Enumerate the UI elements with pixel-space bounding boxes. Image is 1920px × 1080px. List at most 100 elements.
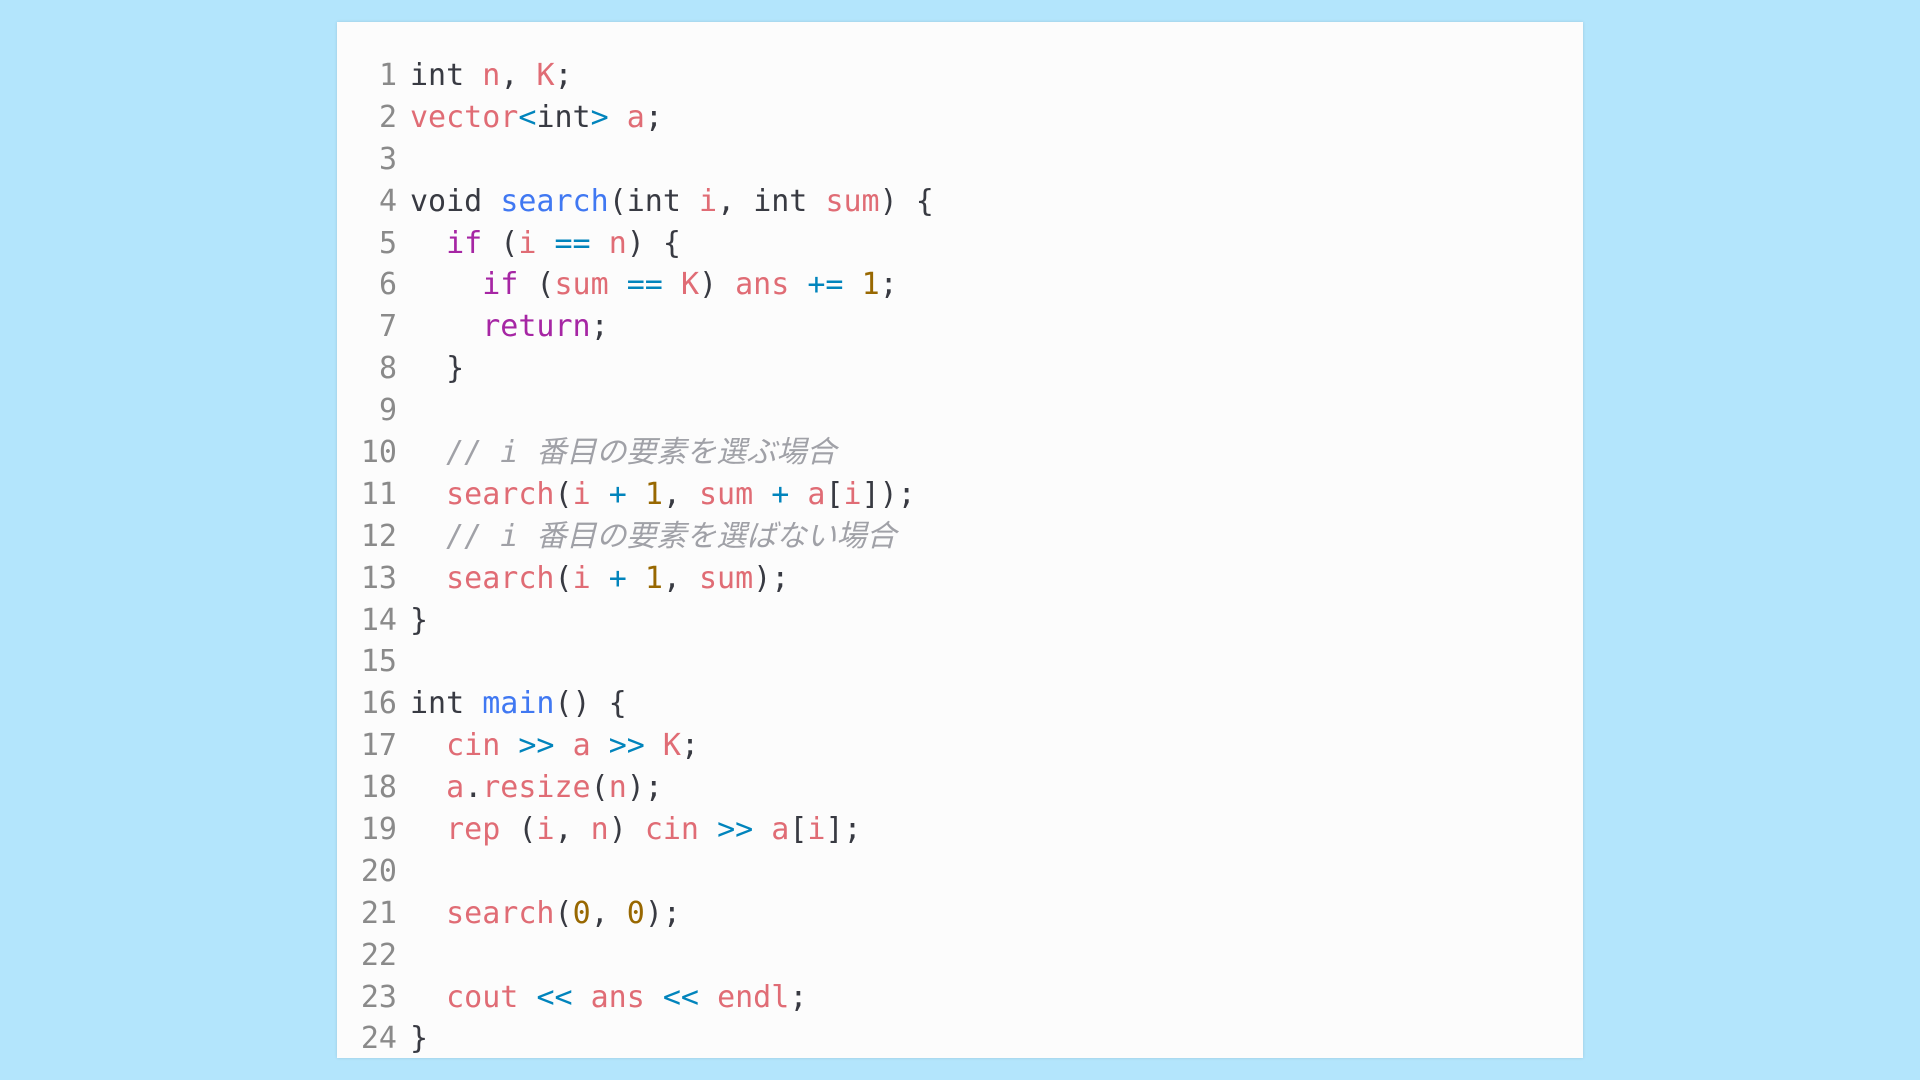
code-token bbox=[555, 728, 573, 763]
code-token: n bbox=[590, 812, 609, 848]
code-token bbox=[627, 561, 645, 596]
code-token: 1 bbox=[644, 560, 663, 596]
code-token: a bbox=[807, 476, 826, 512]
line-code: search(i + 1, sum + a[i]); bbox=[397, 474, 916, 516]
code-token: i bbox=[518, 225, 537, 261]
code-token: // i 番目の要素を選ぶ場合 bbox=[446, 435, 837, 471]
line-number: 2 bbox=[378, 99, 397, 135]
code-token: ; bbox=[554, 58, 573, 93]
line-code: cin >> a >> K; bbox=[397, 725, 699, 767]
line-number: 15 bbox=[360, 644, 397, 680]
code-token: vector bbox=[410, 99, 519, 135]
line-code bbox=[397, 935, 410, 977]
code-token: a bbox=[572, 728, 591, 764]
code-token: ans bbox=[735, 267, 790, 303]
code-token: void bbox=[410, 183, 483, 219]
line-number: 24 bbox=[360, 1021, 397, 1057]
code-line: 18 a.resize(n); bbox=[337, 767, 1583, 809]
code-token: + bbox=[771, 476, 790, 512]
line-number: 7 bbox=[378, 309, 397, 345]
code-token: ); bbox=[644, 895, 681, 931]
code-line: 21 search(0, 0); bbox=[337, 893, 1583, 935]
code-token bbox=[807, 184, 825, 219]
code-token: cin bbox=[446, 728, 501, 764]
code-token: , bbox=[590, 895, 627, 931]
line-code: int main() { bbox=[397, 683, 627, 725]
code-token: ]); bbox=[861, 476, 916, 512]
code-line: 10 // i 番目の要素を選ぶ場合 bbox=[337, 432, 1583, 474]
code-token: , bbox=[717, 183, 754, 219]
code-token: >> bbox=[608, 728, 645, 764]
code-token: a bbox=[446, 770, 465, 806]
code-token: int bbox=[536, 99, 591, 135]
code-token: K bbox=[536, 58, 555, 93]
code-token: // i 番目の要素を選ばない場合 bbox=[446, 518, 897, 554]
code-token: } bbox=[410, 602, 429, 638]
code-token: ); bbox=[753, 560, 790, 596]
line-code: // i 番目の要素を選ぶ場合 bbox=[397, 432, 836, 474]
code-line: 9 bbox=[337, 390, 1583, 432]
line-code: search(0, 0); bbox=[397, 893, 681, 935]
line-number: 17 bbox=[360, 728, 397, 764]
code-token: cout bbox=[446, 979, 519, 1015]
code-token bbox=[699, 812, 717, 847]
code-token: i bbox=[807, 812, 826, 848]
code-token bbox=[663, 267, 681, 302]
code-token: i bbox=[699, 183, 718, 219]
line-number: 12 bbox=[360, 518, 397, 554]
code-token: int bbox=[410, 686, 465, 722]
code-token: resize bbox=[482, 770, 591, 806]
code-token bbox=[536, 226, 554, 261]
code-token: () { bbox=[554, 686, 627, 722]
line-code: int n, K; bbox=[397, 55, 573, 97]
code-token: [ bbox=[825, 476, 844, 512]
line-number: 18 bbox=[360, 770, 397, 806]
code-token: if bbox=[482, 267, 519, 303]
line-code: return; bbox=[397, 306, 608, 348]
code-token: int bbox=[410, 58, 465, 93]
line-code: } bbox=[397, 348, 464, 390]
code-token: , bbox=[554, 812, 591, 848]
line-number: 4 bbox=[378, 183, 397, 219]
code-line: 12 // i 番目の要素を選ばない場合 bbox=[337, 516, 1583, 558]
code-token: i bbox=[536, 812, 555, 848]
code-token bbox=[789, 477, 807, 512]
code-token: } bbox=[410, 351, 465, 387]
code-token: a bbox=[771, 812, 790, 848]
line-number: 14 bbox=[360, 602, 397, 638]
code-token: ) bbox=[608, 812, 645, 848]
code-line: 20 bbox=[337, 851, 1583, 893]
code-line: 23 cout << ans << endl; bbox=[337, 977, 1583, 1019]
line-code bbox=[397, 851, 410, 893]
code-token: endl bbox=[717, 979, 790, 1015]
code-token: ; bbox=[879, 267, 898, 303]
code-token: ( bbox=[554, 560, 573, 596]
code-token bbox=[464, 58, 482, 93]
code-token: ( bbox=[518, 267, 555, 303]
code-token: main bbox=[482, 686, 555, 722]
code-token: a bbox=[626, 99, 645, 135]
code-token: n bbox=[482, 58, 501, 93]
code-token bbox=[410, 267, 482, 302]
line-code: vector<int> a; bbox=[397, 97, 663, 139]
code-token bbox=[464, 686, 482, 721]
line-number: 22 bbox=[360, 937, 397, 973]
code-token: > bbox=[590, 99, 609, 135]
code-line: 13 search(i + 1, sum); bbox=[337, 558, 1583, 600]
code-token: sum bbox=[554, 267, 609, 303]
code-token bbox=[591, 561, 609, 596]
code-token: [ bbox=[789, 812, 808, 848]
code-token: ( bbox=[554, 895, 573, 931]
code-token: return bbox=[482, 309, 591, 345]
line-code bbox=[397, 390, 410, 432]
code-token bbox=[410, 309, 482, 344]
code-token: search bbox=[446, 560, 555, 596]
line-number: 20 bbox=[360, 853, 397, 889]
code-token: 1 bbox=[644, 476, 663, 512]
code-token: ; bbox=[789, 979, 808, 1015]
code-token: sum bbox=[825, 183, 880, 219]
line-code: // i 番目の要素を選ばない場合 bbox=[397, 516, 896, 558]
line-code: a.resize(n); bbox=[397, 767, 663, 809]
